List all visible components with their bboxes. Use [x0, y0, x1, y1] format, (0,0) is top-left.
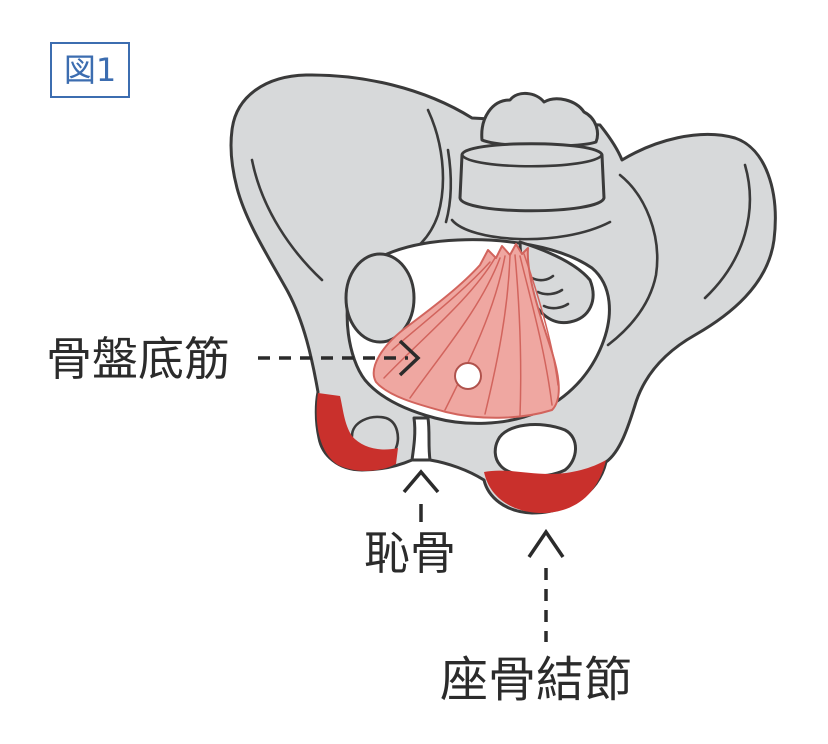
sacrum-line — [450, 218, 612, 241]
coccyx-segment-2 — [536, 288, 564, 296]
muscle-fiber — [523, 253, 559, 386]
right-ilium-inner-contour — [606, 173, 659, 347]
pubic-symphysis — [410, 416, 432, 462]
left-ischium-contour — [350, 415, 400, 450]
muscle-fiber — [409, 257, 501, 399]
coccyx-segment-3 — [542, 302, 570, 310]
right-ischial-tuberosity-highlight — [484, 460, 606, 514]
ischial-arrow — [527, 528, 565, 642]
right-obturator-foramen — [493, 423, 577, 478]
pelvic-floor-arrow — [258, 339, 421, 377]
muscle-fiber — [514, 254, 522, 417]
pubis-label: 恥骨 — [364, 526, 456, 580]
muscle-fiber — [484, 255, 511, 415]
pelvic-floor-muscle — [372, 243, 560, 419]
right-ilium-outer-contour — [703, 163, 752, 300]
muscle-fiber — [444, 255, 506, 411]
left-acetabulum-oval — [344, 252, 416, 344]
coccyx-segment-1 — [530, 274, 555, 282]
ischial-arrowhead — [527, 528, 565, 558]
vertebral-body — [458, 142, 606, 213]
pelvic-floor-arrowhead — [398, 339, 421, 377]
muscle-fiber — [383, 257, 496, 379]
figure-number-label: 図1 — [50, 42, 130, 98]
pelvic-floor-muscles-label: 骨盤底筋 — [46, 332, 230, 386]
left-ischial-tuberosity-highlight — [316, 393, 398, 471]
sacrum-left-line — [444, 148, 453, 224]
vertebral-body-top-edge — [460, 153, 604, 168]
lumbar-vertebra — [480, 92, 599, 148]
urogenital-opening — [454, 362, 482, 390]
muscle-fiber — [519, 255, 553, 406]
pubis-arrowhead — [402, 469, 440, 494]
left-ilium-contour — [250, 158, 324, 282]
pubis-arrow — [402, 469, 440, 522]
ischial-tuberosity-label: 座骨結節 — [440, 652, 633, 708]
